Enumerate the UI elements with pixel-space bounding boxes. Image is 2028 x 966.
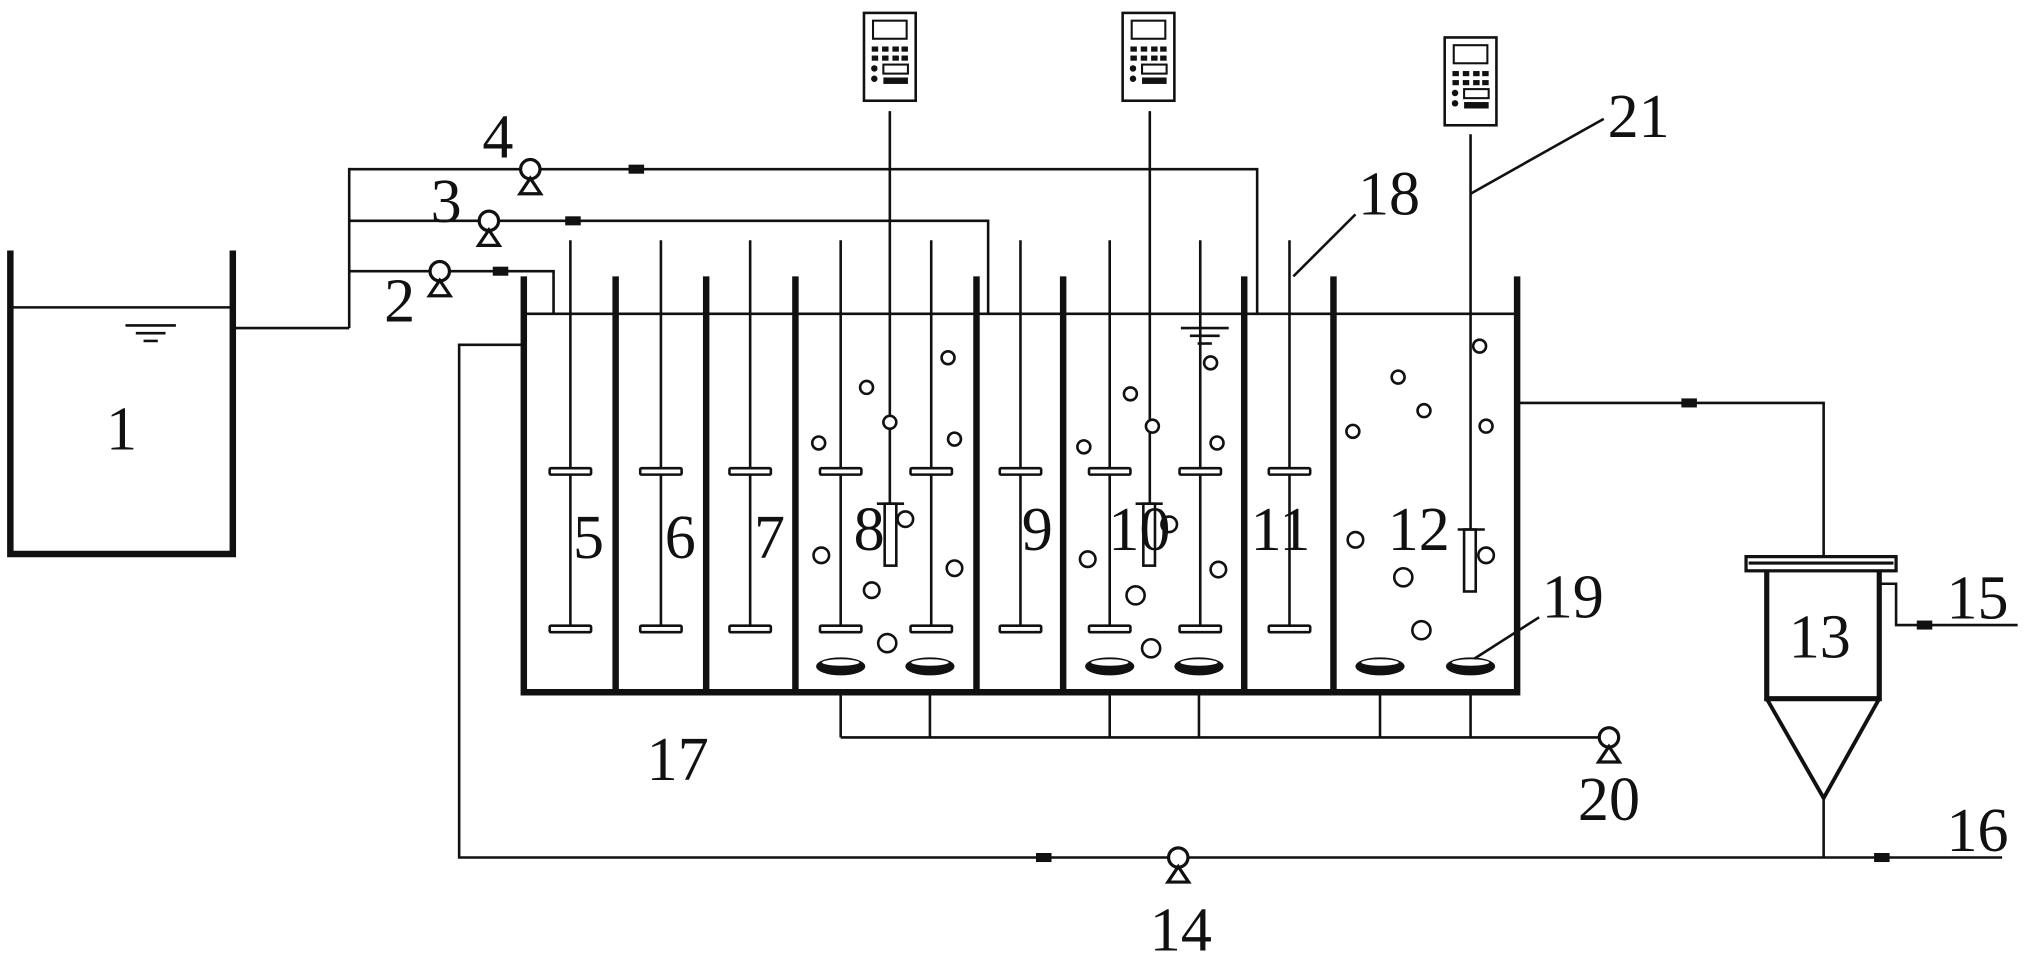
label-10: 10 <box>1108 496 1170 564</box>
label-2: 2 <box>384 268 415 336</box>
label-8: 8 <box>854 496 885 564</box>
pump-icon-20[interactable] <box>1596 726 1621 764</box>
valve-icon[interactable] <box>628 164 645 174</box>
pump-icon-3[interactable] <box>476 209 501 247</box>
meter-icon[interactable] <box>1443 36 1498 127</box>
label-4: 4 <box>482 104 513 172</box>
label-13: 13 <box>1789 603 1851 671</box>
leader-lines <box>1292 117 1605 660</box>
valve-icon[interactable] <box>1916 620 1933 630</box>
air-manifold <box>839 692 1599 739</box>
reactor-tank <box>520 276 1521 696</box>
label-17: 17 <box>647 726 709 794</box>
label-18: 18 <box>1358 160 1420 228</box>
label-1: 1 <box>106 395 137 463</box>
valve-icon[interactable] <box>492 266 509 276</box>
feed-pipes <box>232 167 1259 330</box>
label-11: 11 <box>1251 496 1311 564</box>
label-7: 7 <box>754 504 785 572</box>
valve-icon[interactable] <box>565 216 581 226</box>
aeration-bubbles <box>810 338 1496 659</box>
meter-icon[interactable] <box>1121 11 1176 103</box>
probes <box>876 111 1485 593</box>
valve-icon[interactable] <box>1874 852 1890 863</box>
label-16: 16 <box>1947 797 2009 865</box>
label-14: 14 <box>1150 897 1212 965</box>
effluent-pipe <box>1517 401 1825 558</box>
settling-tank <box>1744 554 2018 858</box>
meter-icon[interactable] <box>862 11 917 103</box>
label-3: 3 <box>431 168 462 236</box>
label-19: 19 <box>1542 563 1604 631</box>
valve-icon[interactable] <box>1035 852 1052 863</box>
pump-icon-4[interactable] <box>518 157 543 196</box>
raw-water-tank <box>7 250 237 558</box>
pump-icon-14[interactable] <box>1166 846 1191 884</box>
pump-icon-2[interactable] <box>427 259 452 298</box>
label-21: 21 <box>1608 83 1670 151</box>
label-15: 15 <box>1947 565 2009 633</box>
label-6: 6 <box>665 504 696 572</box>
aeration-diffusers <box>815 656 1496 677</box>
sludge-return-line <box>457 343 2003 859</box>
label-9: 9 <box>1022 496 1053 564</box>
label-12: 12 <box>1388 496 1450 564</box>
label-20: 20 <box>1578 766 1640 834</box>
label-5: 5 <box>573 504 604 572</box>
valve-icon[interactable] <box>1681 398 1697 408</box>
mixer-shafts <box>569 240 1291 633</box>
